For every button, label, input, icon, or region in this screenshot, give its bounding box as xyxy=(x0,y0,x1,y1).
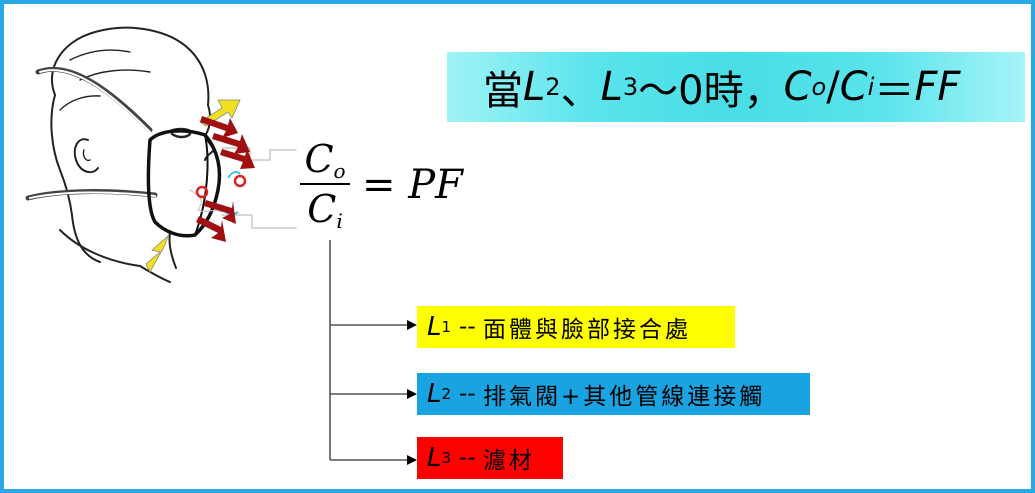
denominator-symbol: C xyxy=(307,187,337,231)
pf-equation-rhs: = PF xyxy=(362,162,463,208)
leak-symbol: L xyxy=(427,379,442,409)
ear xyxy=(73,138,99,174)
leak-point-1 xyxy=(195,185,209,199)
denominator-sub: i xyxy=(336,209,343,233)
fraction-numerator: Co xyxy=(300,137,350,183)
fraction-denominator: Ci xyxy=(300,187,350,233)
leak-point-2 xyxy=(233,174,247,188)
leak-arrows xyxy=(196,116,255,242)
mask xyxy=(146,129,222,238)
numerator-symbol: C xyxy=(304,137,334,181)
banner-l2-sub: 2 xyxy=(545,73,561,101)
banner-l3: L xyxy=(600,64,623,110)
banner-equals: ＝ xyxy=(874,68,915,114)
leak-symbol: L xyxy=(427,443,442,473)
banner-approx: ～0時， xyxy=(638,68,784,114)
leak-dashes: -- xyxy=(459,445,476,471)
banner-l2: L xyxy=(523,64,546,110)
leak-dashes: -- xyxy=(459,381,476,407)
pf-fraction: Co Ci xyxy=(300,137,350,233)
leak-text: 濾材 xyxy=(482,448,535,474)
bracket-lines xyxy=(329,240,412,461)
banner-co: C xyxy=(783,64,812,110)
leak-sub: 2 xyxy=(441,385,452,403)
banner-l3-sub: 3 xyxy=(622,73,639,101)
banner-co-sub: o xyxy=(811,73,827,101)
leak-text: 面體與臉部接合處 xyxy=(482,317,691,343)
banner-ci: C xyxy=(839,64,868,110)
banner-ff: FF xyxy=(914,64,961,110)
leak-sub: 1 xyxy=(441,318,452,336)
equals-sign: = xyxy=(362,162,396,208)
banner-ci-sub: i xyxy=(867,73,875,101)
banner-prefix: 當 xyxy=(483,68,523,114)
banner-slash: / xyxy=(826,64,840,110)
pf-symbol: PF xyxy=(408,162,463,208)
numerator-sub: o xyxy=(333,159,346,183)
leak-text: 排氣閥+其他管線連接觸 xyxy=(482,384,766,410)
fraction-bar xyxy=(300,183,350,185)
neck xyxy=(71,214,177,269)
banner-sep: 、 xyxy=(560,68,601,114)
leak-symbol: L xyxy=(427,312,442,342)
leak-sub: 3 xyxy=(441,449,452,467)
bracket-arrowheads xyxy=(407,320,417,465)
leak-dashes: -- xyxy=(459,314,476,340)
head-outline xyxy=(50,26,210,106)
